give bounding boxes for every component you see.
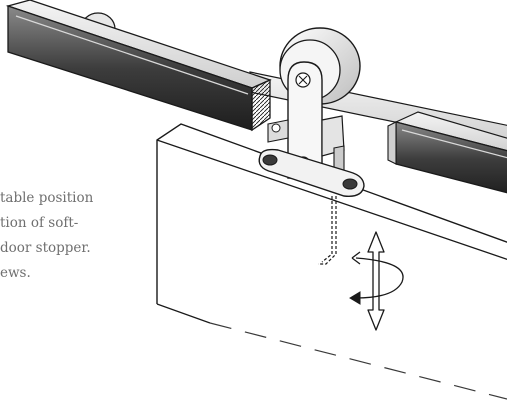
rail-left-segment — [5, 0, 272, 132]
feature-description-text: table position tion of soft- door stoppe… — [0, 186, 160, 286]
rotate-arrow-icon — [349, 251, 404, 305]
door-bottom-dashed-line — [209, 322, 507, 400]
hanger-strap — [287, 61, 323, 179]
caption-line: door stopper. — [0, 240, 91, 256]
caption-line: tion of soft- — [0, 215, 79, 231]
adjust-up-down-arrow-icon — [367, 231, 385, 331]
caption-line: ews. — [0, 265, 31, 281]
soft-close-block — [267, 115, 345, 173]
adjustment-screw-hidden — [318, 196, 337, 265]
rail-right-segment — [387, 111, 507, 194]
caption-line: table position — [0, 190, 94, 206]
mounting-plate — [258, 148, 365, 197]
